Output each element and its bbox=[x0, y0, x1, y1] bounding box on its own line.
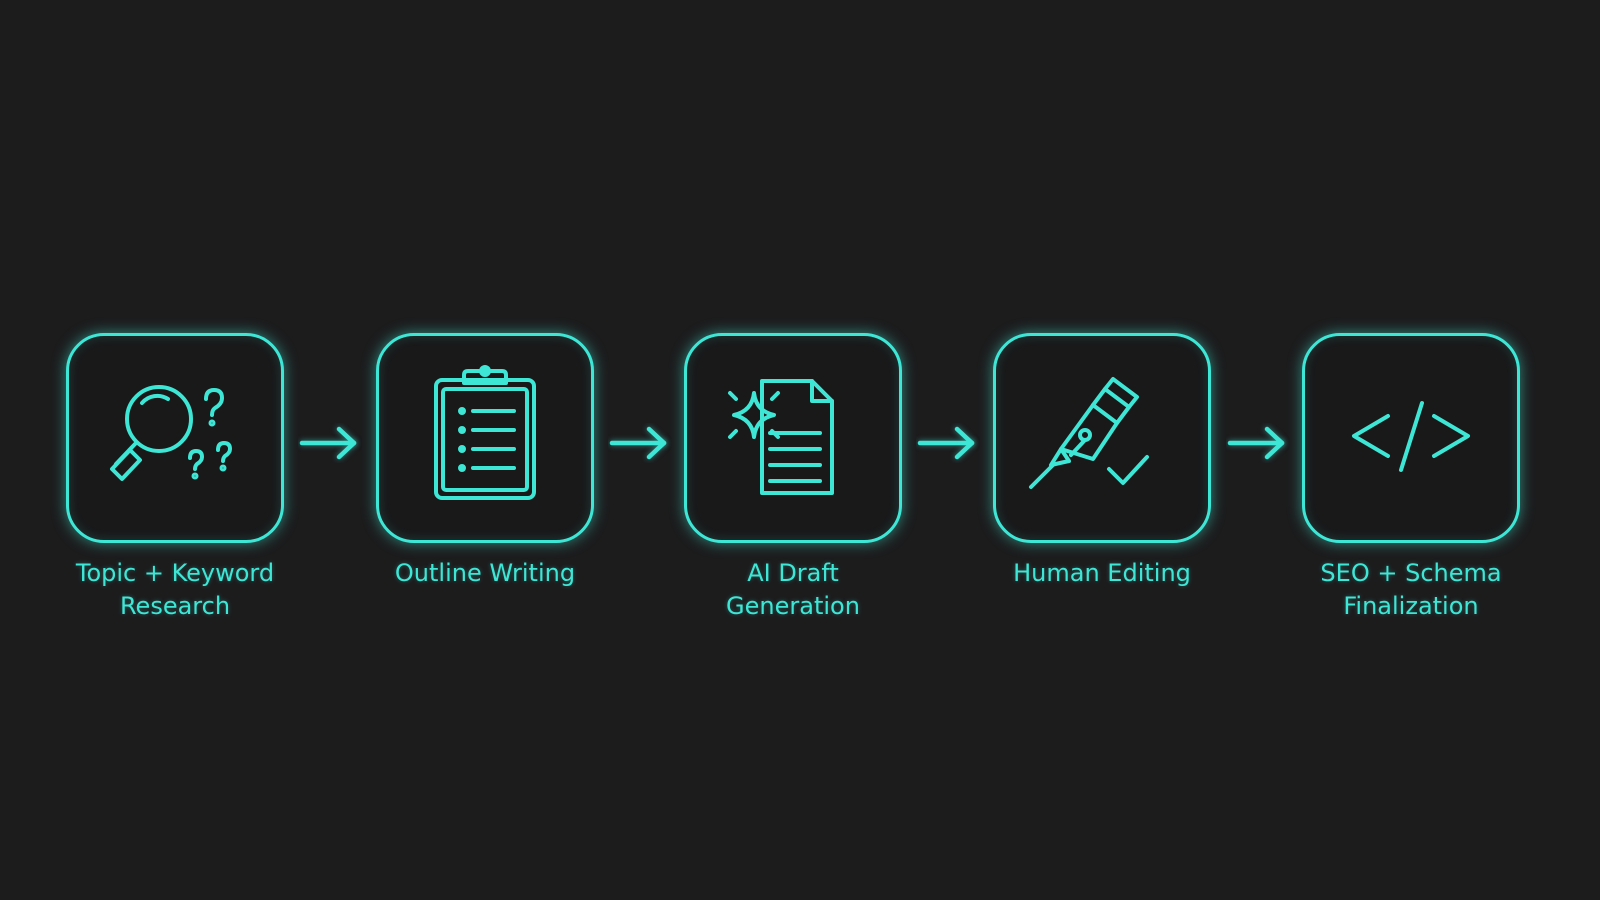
step-ai-draft-generation: AI Draft Generation bbox=[684, 333, 902, 620]
sparkle-document-icon bbox=[684, 333, 902, 543]
step-seo-schema-finalization: SEO + Schema Finalization bbox=[1302, 333, 1520, 620]
step-human-editing: Human Editing bbox=[993, 333, 1211, 587]
step-label: AI Draft Generation bbox=[726, 559, 860, 620]
step-topic-keyword-research: Topic + Keyword Research bbox=[66, 333, 284, 620]
step-label: Outline Writing bbox=[394, 559, 576, 587]
code-brackets-icon bbox=[1302, 333, 1520, 543]
step-label: Topic + Keyword Research bbox=[75, 559, 275, 620]
arrow-right-icon bbox=[916, 423, 980, 463]
arrow-right-icon bbox=[608, 423, 672, 463]
clipboard-checklist-icon bbox=[376, 333, 594, 543]
step-label: Human Editing bbox=[1013, 559, 1191, 587]
pen-nib-check-icon bbox=[993, 333, 1211, 543]
step-box bbox=[684, 333, 902, 543]
step-label: SEO + Schema Finalization bbox=[1320, 559, 1502, 620]
step-box bbox=[993, 333, 1211, 543]
arrow-right-icon bbox=[298, 423, 362, 463]
step-box bbox=[66, 333, 284, 543]
magnifier-question-icon bbox=[66, 333, 284, 543]
arrow-right-icon bbox=[1226, 423, 1290, 463]
step-outline-writing: Outline Writing bbox=[376, 333, 594, 587]
